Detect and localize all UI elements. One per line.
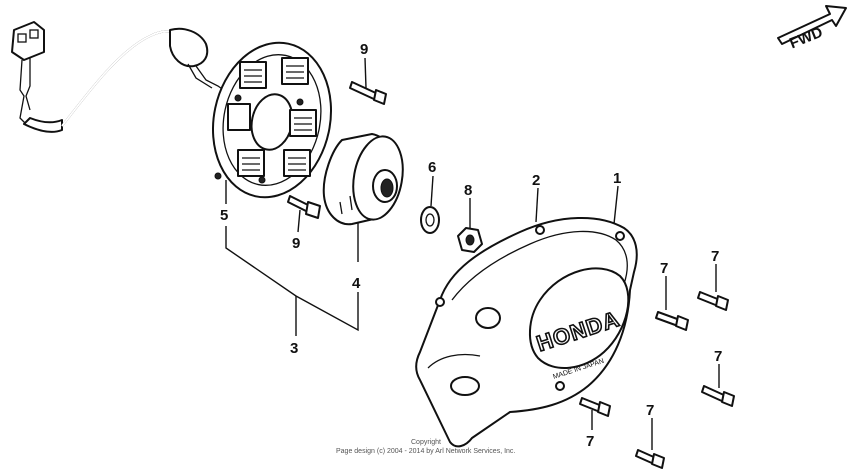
left-crankcase-cover: HONDA MADE IN JAPAN — [415, 216, 638, 448]
nut — [457, 227, 483, 253]
callout-3: 3 — [290, 340, 298, 357]
callout-7b: 7 — [711, 248, 719, 265]
bolt-9-upper — [349, 81, 387, 105]
bolt-9-lower — [287, 195, 321, 219]
copyright-line-1: Copyright — [411, 439, 441, 446]
callout-7c: 7 — [714, 348, 722, 365]
callout-2: 2 — [532, 172, 540, 189]
callout-9a: 9 — [360, 41, 368, 58]
callout-5: 5 — [220, 207, 228, 224]
callout-4: 4 — [352, 275, 361, 292]
bolt-7-b — [697, 291, 729, 311]
callout-9b: 9 — [292, 235, 300, 252]
bolt-7-c — [701, 385, 735, 407]
callout-7d: 7 — [586, 433, 594, 450]
callout-1: 1 — [613, 170, 621, 187]
callout-6: 6 — [428, 159, 436, 176]
washer — [420, 206, 440, 234]
flywheel-rotor — [322, 133, 404, 226]
fwd-label: FWD — [787, 24, 825, 53]
stator-assembly — [211, 41, 333, 199]
wire-harness — [11, 21, 233, 133]
forward-arrow-icon: FWD — [777, 5, 847, 53]
bolt-7-e — [635, 449, 665, 469]
copyright-line-2: Page design (c) 2004 - 2014 by Arl Netwo… — [336, 448, 515, 455]
callout-7a: 7 — [660, 260, 668, 277]
bolt-7-a — [655, 311, 689, 331]
leader-lines — [225, 57, 720, 450]
callout-7e: 7 — [646, 402, 654, 419]
callout-8: 8 — [464, 182, 472, 199]
bolt-7-d — [579, 397, 611, 417]
